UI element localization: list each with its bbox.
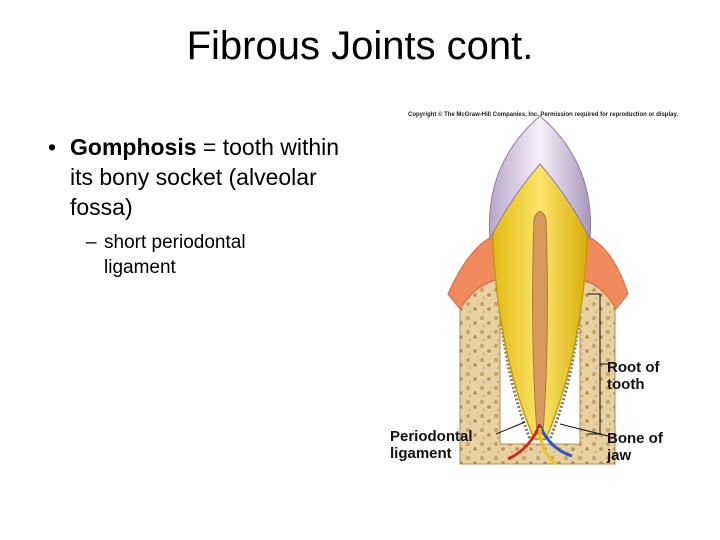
blood-vessel-red: [507, 423, 542, 461]
label-bone-of-jaw: Bone of jaw: [607, 430, 663, 464]
gum-right: [579, 233, 629, 310]
bullet-text: = tooth within its bony socket (alveolar…: [70, 134, 340, 220]
sub-bullet-text: short periodontal ligament: [104, 232, 246, 278]
bullet-list: • Gomphosis = tooth within its bony sock…: [48, 132, 348, 280]
tooth-enamel: [488, 115, 592, 241]
label-root-of-tooth: Root of tooth: [607, 359, 660, 393]
bullet-item: • Gomphosis = tooth within its bony sock…: [48, 132, 348, 222]
label-periodontal-ligament: Periodontal ligament: [390, 428, 473, 462]
bullet-dot: •: [48, 134, 57, 160]
pulp-cavity: [532, 211, 548, 435]
copyright-notice: Copyright © The McGraw-Hill Companies, I…: [408, 112, 679, 118]
sub-bullet-dash: –: [86, 232, 97, 253]
tooth-diagram: [447, 115, 629, 466]
nerve-yellow: [538, 427, 557, 466]
slide-title: Fibrous Joints cont.: [186, 24, 534, 68]
blood-vessel-blue: [538, 425, 573, 458]
sub-bullet-item: – short periodontal ligament: [86, 230, 314, 280]
bullet-term: Gomphosis: [70, 134, 197, 160]
